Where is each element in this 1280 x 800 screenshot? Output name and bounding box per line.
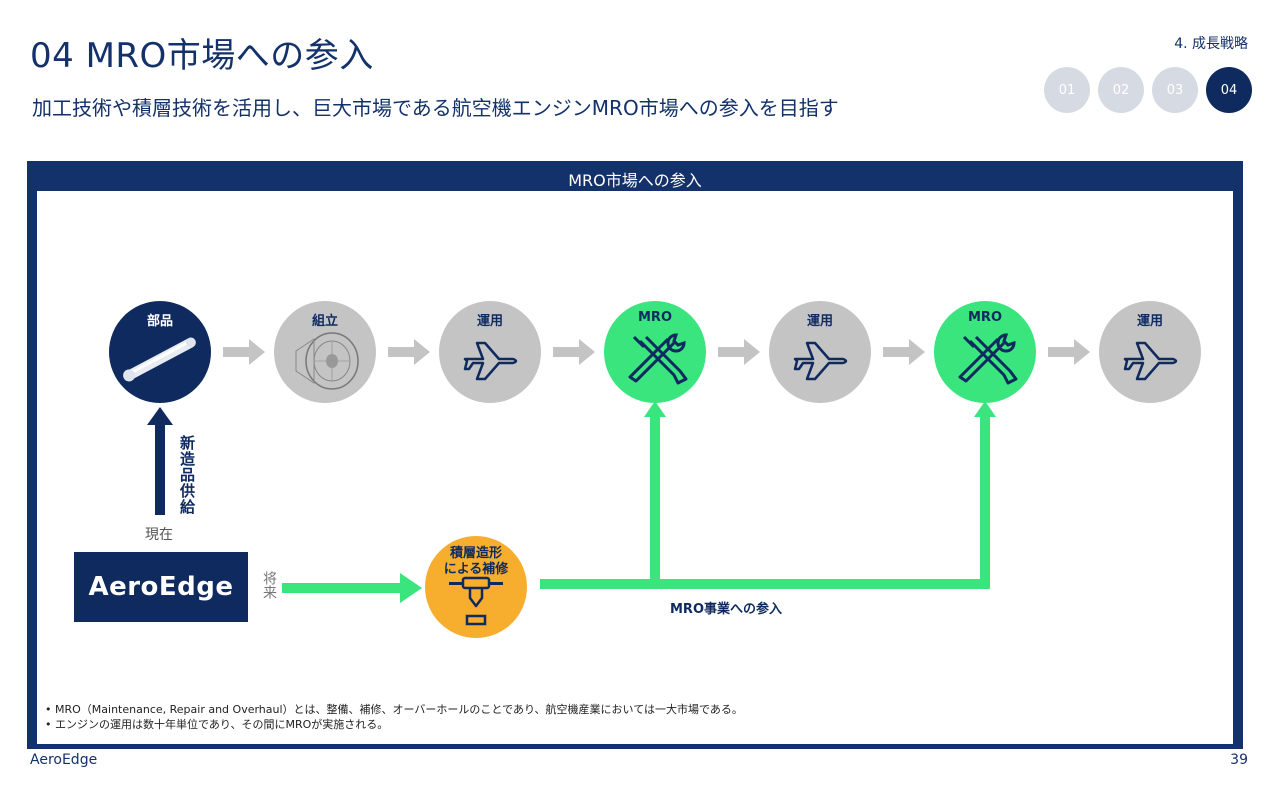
flow-step-operation-1: 運用	[439, 301, 541, 403]
airplane-icon	[1123, 341, 1178, 381]
flow-arrow	[388, 339, 430, 365]
now-label: 現在	[145, 527, 173, 543]
supply-label: 新造品供給	[178, 435, 196, 515]
wrench-screwdriver-icon	[628, 333, 688, 385]
notes-list: MRO（Maintenance, Repair and Overhaul）とは、…	[45, 702, 743, 732]
future-label: 将来	[261, 571, 277, 599]
step-04[interactable]: 04	[1206, 67, 1252, 113]
section-label: 4. 成長戦略	[1174, 36, 1248, 52]
page-subtitle: 加工技術や積層技術を活用し、巨大市場である航空機エンジンMRO市場への参入を目指…	[32, 96, 839, 120]
flow-step-label: 組立	[311, 314, 338, 329]
airplane-icon	[793, 341, 848, 381]
wrench-screwdriver-icon	[958, 333, 1018, 385]
flow-step-operation-2: 運用	[769, 301, 871, 403]
additive-repair-circle: 積層造形 による補修	[425, 536, 527, 638]
panel-body: 部品 組立 運用	[37, 191, 1233, 744]
flow-step-label: 運用	[1136, 314, 1163, 329]
future-arrow	[282, 573, 422, 603]
step-02[interactable]: 02	[1098, 67, 1144, 113]
flow-step-label: MRO	[638, 310, 672, 325]
3d-printer-icon	[449, 576, 503, 626]
flow-arrow	[883, 339, 925, 365]
mro-panel: MRO市場への参入 部品 組立	[27, 161, 1243, 749]
flow-step-label: 部品	[146, 314, 173, 329]
step-indicator: 01 02 03 04	[1044, 67, 1252, 113]
flow-step-label: 運用	[476, 314, 503, 329]
flow-step-label: 運用	[806, 314, 833, 329]
step-03[interactable]: 03	[1152, 67, 1198, 113]
footer-company: AeroEdge	[30, 752, 98, 768]
page-title: 04 MRO市場への参入	[30, 36, 374, 76]
note-item: エンジンの運用は数十年単位であり、その間にMROが実施される。	[45, 717, 743, 732]
flow-step-operation-3: 運用	[1099, 301, 1201, 403]
panel-title: MRO市場への参入	[568, 171, 702, 190]
step-01[interactable]: 01	[1044, 67, 1090, 113]
flow-step-label: MRO	[968, 310, 1002, 325]
flow-step-mro-1: MRO	[604, 301, 706, 403]
company-logo-box: AeroEdge	[74, 552, 248, 622]
additive-repair-label: 積層造形 による補修	[443, 546, 509, 577]
flow-arrow	[1048, 339, 1090, 365]
note-item: MRO（Maintenance, Repair and Overhaul）とは、…	[45, 702, 743, 717]
mro-connector-lines	[540, 401, 996, 589]
flow-arrow	[223, 339, 265, 365]
flow-step-assembly: 組立	[274, 301, 376, 403]
flow-arrow	[718, 339, 760, 365]
mro-business-label: MRO事業への参入	[670, 602, 782, 617]
flow-arrow	[553, 339, 595, 365]
engine-part-icon	[123, 337, 196, 382]
flow-step-mro-2: MRO	[934, 301, 1036, 403]
page-number: 39	[1230, 752, 1248, 768]
jet-engine-icon	[295, 332, 359, 390]
supply-arrow	[147, 407, 173, 515]
flow-step-part: 部品	[109, 301, 211, 403]
airplane-icon	[463, 341, 518, 381]
